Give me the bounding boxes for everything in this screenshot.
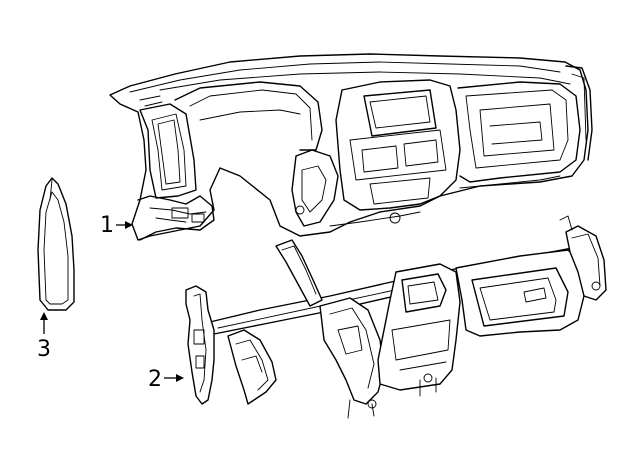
callout-3-arrowhead (40, 312, 48, 320)
callout-1: 1 (100, 213, 133, 238)
cross-car-beam-part[interactable] (185, 215, 607, 419)
callout-2-label: 2 (148, 367, 162, 392)
callout-2: 2 (148, 367, 184, 392)
callout-3-label: 3 (37, 337, 51, 362)
callout-1-arrowhead (125, 221, 133, 229)
trim-seal-part[interactable] (37, 177, 75, 311)
callout-1-label: 1 (100, 213, 114, 238)
instrument-panel-part[interactable] (109, 53, 593, 241)
callout-2-arrowhead (176, 374, 184, 382)
callout-3: 3 (37, 312, 51, 362)
